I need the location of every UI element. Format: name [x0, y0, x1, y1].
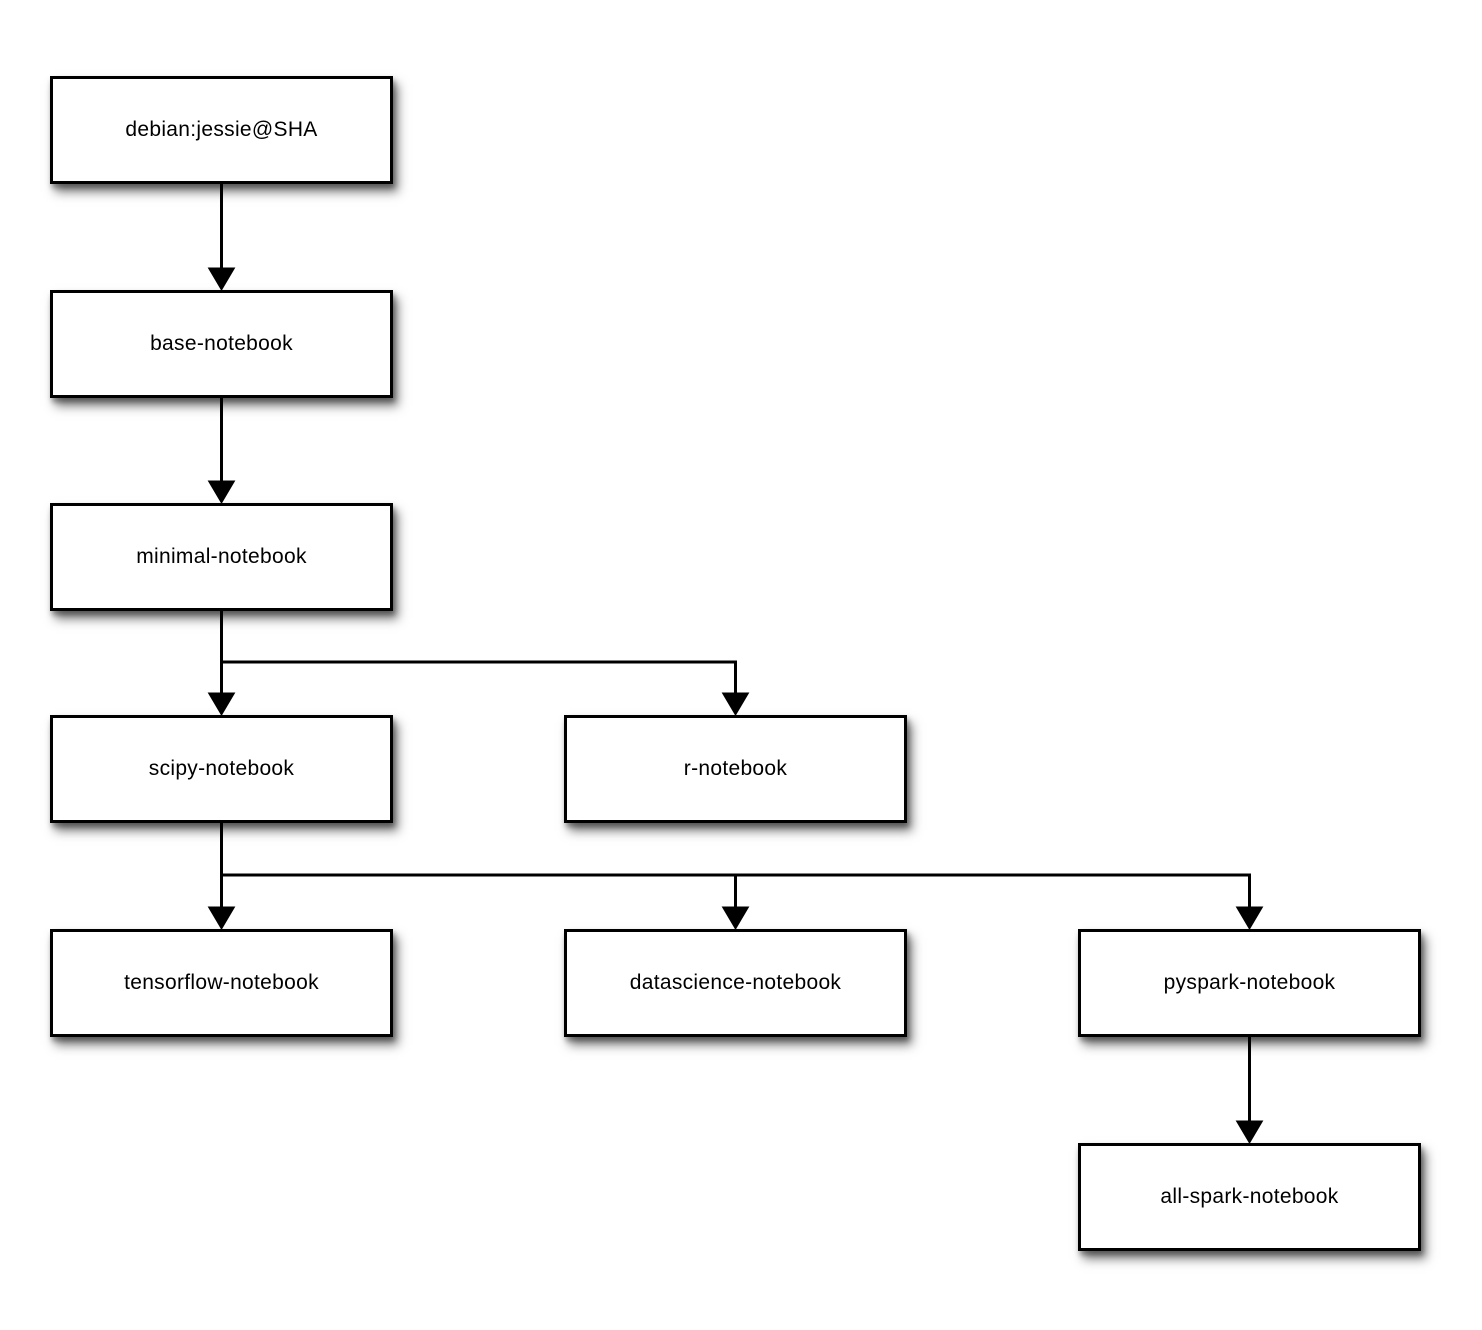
arrowhead-icon: [1235, 906, 1264, 930]
arrowhead-icon: [207, 906, 236, 930]
node-base-notebook-label: base-notebook: [150, 332, 293, 355]
edge-base-to-minimal: [207, 398, 236, 504]
node-r-notebook: r-notebook: [564, 715, 907, 823]
arrowhead-icon: [721, 692, 750, 716]
node-tensorflow-notebook-label: tensorflow-notebook: [124, 971, 319, 994]
node-datascience-notebook-label: datascience-notebook: [629, 971, 842, 994]
arrowhead-icon: [1235, 1120, 1264, 1144]
node-r-notebook-label: r-notebook: [683, 757, 788, 780]
arrowhead-icon: [207, 267, 236, 291]
edge-debian-to-base: [207, 184, 236, 291]
node-pyspark-notebook-label: pyspark-notebook: [1163, 971, 1336, 994]
node-pyspark-notebook: pyspark-notebook: [1078, 929, 1421, 1037]
node-datascience-notebook: datascience-notebook: [564, 929, 907, 1037]
edge-scipy-to-pyspark: [220, 823, 1264, 930]
node-debian-jessie: debian:jessie@SHA: [50, 76, 393, 184]
arrowhead-icon: [207, 480, 236, 504]
edge-minimal-to-r: [220, 611, 750, 716]
node-scipy-notebook-label: scipy-notebook: [148, 757, 295, 780]
node-base-notebook: base-notebook: [50, 290, 393, 398]
node-tensorflow-notebook: tensorflow-notebook: [50, 929, 393, 1037]
node-all-spark-notebook: all-spark-notebook: [1078, 1143, 1421, 1251]
node-scipy-notebook: scipy-notebook: [50, 715, 393, 823]
node-debian-jessie-label: debian:jessie@SHA: [125, 118, 318, 141]
node-all-spark-notebook-label: all-spark-notebook: [1160, 1185, 1339, 1208]
arrowhead-icon: [207, 692, 236, 716]
arrowhead-icon: [721, 906, 750, 930]
edge-pyspark-to-allspark: [1235, 1037, 1264, 1144]
node-minimal-notebook: minimal-notebook: [50, 503, 393, 611]
node-minimal-notebook-label: minimal-notebook: [136, 545, 307, 568]
